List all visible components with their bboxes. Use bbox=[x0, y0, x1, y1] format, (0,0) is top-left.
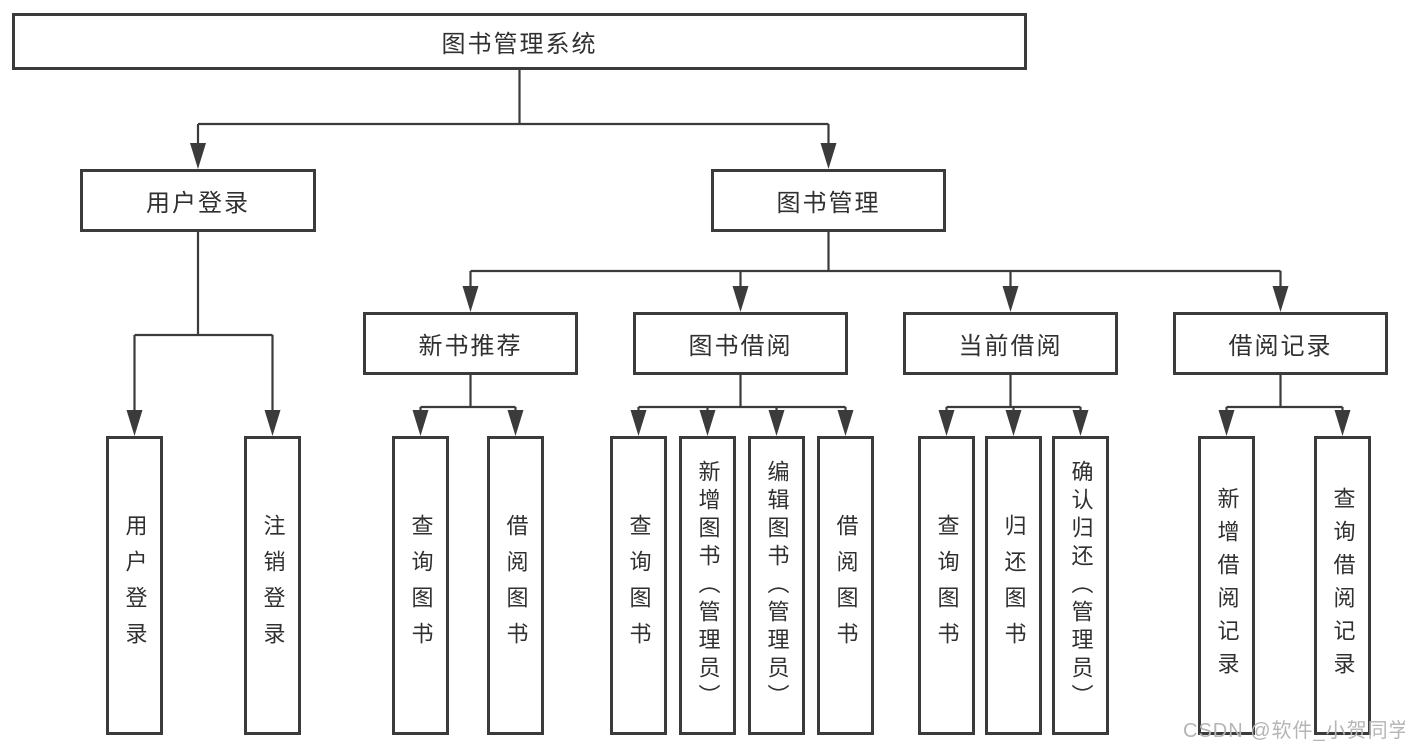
leaf-query-books-recommend: 查询图书 bbox=[392, 436, 449, 735]
csdn-watermark: CSDN @软件_小贺同学 bbox=[1183, 720, 1405, 742]
connector-book-borrow-children bbox=[630, 375, 854, 436]
leaf-edit-book-admin: 编辑图书（管理员） bbox=[748, 436, 805, 735]
connector-book-mgmt-to-level3 bbox=[462, 232, 1289, 312]
leaf-borrow-books-recommend: 借阅图书 bbox=[487, 436, 544, 735]
leaf-query-borrow-record: 查询借阅记录 bbox=[1314, 436, 1371, 735]
node-borrowing-records: 借阅记录 bbox=[1173, 312, 1388, 375]
leaf-confirm-return-admin: 确认归还（管理员） bbox=[1052, 436, 1109, 735]
leaf-query-books-current: 查询图书 bbox=[918, 436, 975, 735]
connector-current-borrow-children bbox=[938, 375, 1089, 436]
leaf-user-login: 用户登录 bbox=[106, 436, 163, 735]
leaf-query-books-borrowing: 查询图书 bbox=[610, 436, 667, 735]
leaf-logout: 注销登录 bbox=[244, 436, 301, 735]
leaf-borrow-books-borrowing: 借阅图书 bbox=[817, 436, 874, 735]
connector-user-login-children bbox=[126, 232, 281, 436]
node-book-borrowing: 图书借阅 bbox=[633, 312, 848, 375]
connector-root-to-level2 bbox=[190, 70, 837, 169]
node-user-login: 用户登录 bbox=[80, 169, 316, 232]
node-new-book-recommend: 新书推荐 bbox=[363, 312, 578, 375]
connector-borrow-records-children bbox=[1218, 375, 1351, 436]
connector-new-book-children bbox=[412, 375, 524, 436]
node-library-management-system: 图书管理系统 bbox=[12, 13, 1027, 70]
leaf-return-book: 归还图书 bbox=[985, 436, 1042, 735]
node-current-borrowing: 当前借阅 bbox=[903, 312, 1118, 375]
leaf-add-borrow-record: 新增借阅记录 bbox=[1198, 436, 1255, 735]
node-book-management: 图书管理 bbox=[711, 169, 946, 232]
leaf-add-book-admin: 新增图书（管理员） bbox=[679, 436, 736, 735]
